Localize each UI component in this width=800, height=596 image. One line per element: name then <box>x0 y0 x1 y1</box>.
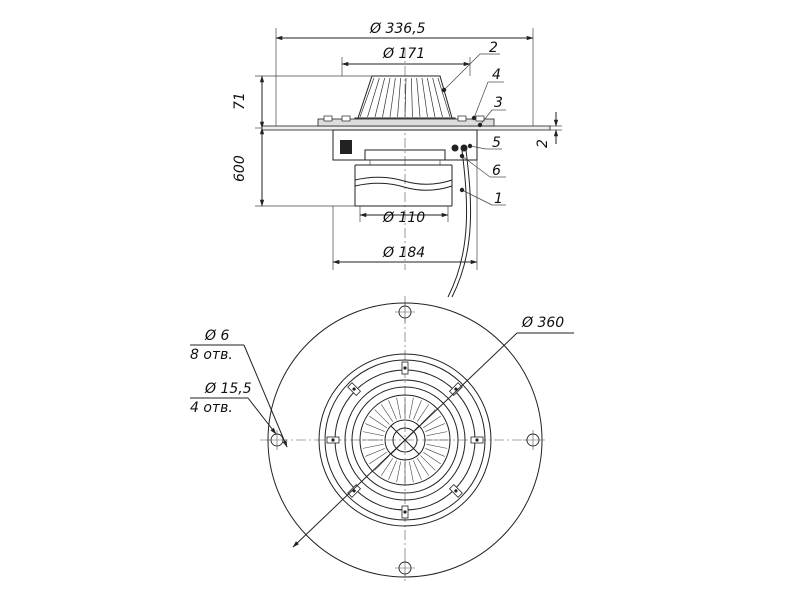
dim-flange-diameter: Ø 336,5 <box>369 21 426 37</box>
heating-block <box>340 140 352 154</box>
dim-pipe-inner: Ø 110 <box>382 210 425 226</box>
grate-dome <box>354 75 456 127</box>
drain-pipe <box>354 164 453 207</box>
dim-large-hole-count: 4 отв. <box>190 400 233 416</box>
flange-sheet <box>261 125 551 131</box>
heating-cable <box>447 149 468 298</box>
clamp-bolt <box>448 382 463 397</box>
clamp-bolt <box>326 436 340 444</box>
dim-top-height: 71 <box>232 92 248 110</box>
callout-5: 5 <box>492 135 501 151</box>
mounting-hole <box>395 302 415 322</box>
dim-pipe-outer: Ø 184 <box>382 245 425 261</box>
callout-3: 3 <box>494 95 503 111</box>
callout-1: 1 <box>494 191 503 207</box>
side-view: Ø 336,5 Ø 171 71 600 2 Ø 110 Ø 184 <box>232 21 562 298</box>
dim-small-hole-count: 8 отв. <box>190 347 233 363</box>
mounting-hole <box>267 430 287 450</box>
dim-small-hole: Ø 6 <box>204 328 229 344</box>
dim-grate-diameter: Ø 171 <box>382 46 425 62</box>
mounting-hole <box>395 558 415 578</box>
clamp-ring <box>317 118 495 127</box>
drain-body <box>332 129 478 165</box>
clamp-bolt <box>347 483 362 498</box>
clamp-bolt <box>347 382 362 397</box>
clamp-bolt <box>470 436 484 444</box>
dim-large-hole: Ø 15,5 <box>204 381 252 397</box>
dim-plate-diameter: Ø 360 <box>521 315 564 331</box>
callout-4: 4 <box>492 67 501 83</box>
clamp-bolt <box>448 483 463 498</box>
mounting-hole <box>523 430 543 450</box>
callouts: 2 4 3 5 6 1 <box>441 40 506 207</box>
clamp-bolt <box>401 505 409 519</box>
top-view: Ø 360 Ø 6 8 отв. Ø 15,5 4 отв. <box>190 296 574 584</box>
callout-6: 6 <box>492 163 501 179</box>
dim-pipe-length: 600 <box>232 155 248 182</box>
clamp-bolt <box>401 361 409 375</box>
grate-top <box>359 394 451 486</box>
dim-flange-thickness: 2 <box>535 139 551 148</box>
callout-2: 2 <box>489 40 498 56</box>
